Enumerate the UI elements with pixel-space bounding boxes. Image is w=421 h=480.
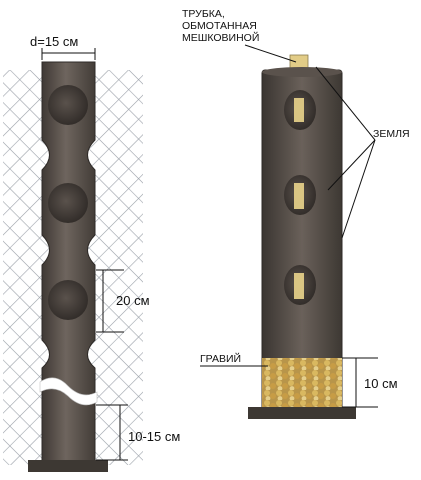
gravel-depth-label: 10 см — [364, 376, 398, 391]
burlap-tube-visible — [294, 183, 304, 209]
diameter-label: d=15 см — [30, 34, 78, 49]
tube-pointer — [244, 44, 297, 63]
soil-pointer — [315, 66, 376, 141]
tube-label-line1: ТРУБКА, — [182, 8, 225, 20]
gravel-layer — [262, 358, 342, 408]
soil-label: ЗЕМЛЯ — [373, 128, 410, 140]
soil-pointer — [341, 139, 376, 239]
tube-label-line3: МЕШКОВИНОЙ — [182, 31, 259, 44]
burlap-tube-visible — [294, 98, 304, 122]
right-figure: ТРУБКА, ОБМОТАННАЯ МЕШКОВИНОЙ ЗЕМЛЯ ГРАВ… — [182, 8, 410, 419]
burlap-tube-visible — [294, 273, 304, 299]
bottom-depth-label: 10-15 см — [128, 429, 180, 444]
right-base — [248, 407, 356, 419]
left-base — [28, 460, 108, 472]
right-column-top — [262, 67, 342, 77]
mesh-gap — [39, 377, 98, 406]
column-hole — [48, 85, 88, 125]
soil-pointer — [327, 139, 376, 191]
column-hole — [48, 280, 88, 320]
gravel-label: ГРАВИЙ — [200, 352, 241, 365]
left-figure: d=15 см 20 см 10-15 см — [3, 34, 180, 472]
hole-spacing-label: 20 см — [116, 293, 150, 308]
column-hole — [48, 183, 88, 223]
tube-label-line2: ОБМОТАННАЯ — [182, 20, 257, 32]
